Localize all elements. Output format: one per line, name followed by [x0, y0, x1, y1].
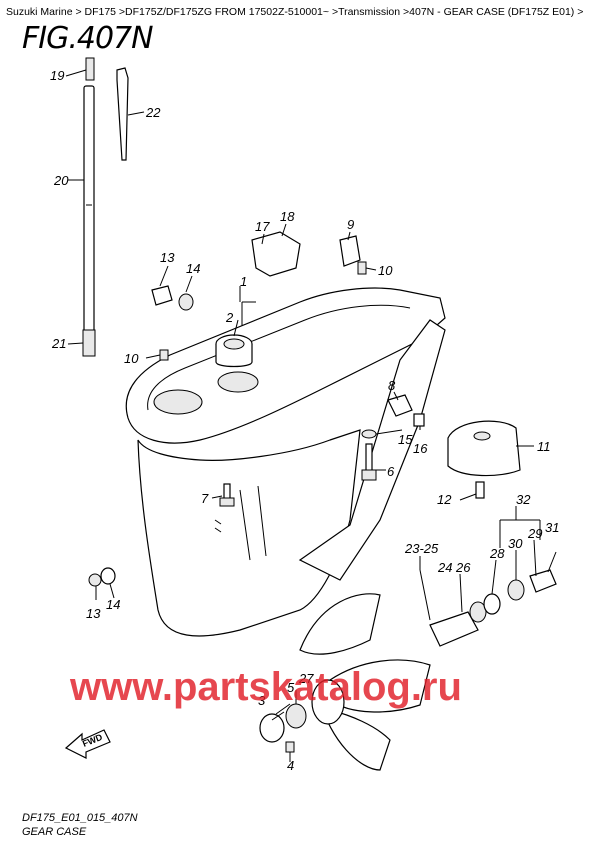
small-parts [88, 231, 521, 587]
callout-23-25: 23-25 [404, 541, 439, 556]
callout-5: 5 [287, 680, 295, 695]
part-21-fitting [82, 329, 96, 357]
callout-18: 18 [280, 209, 295, 224]
callout-labels: 1 2 3 4 5 6 7 8 9 10 10 11 12 13 13 14 1… [50, 68, 559, 773]
callout-4: 4 [287, 758, 294, 773]
figure-title: FIG.407N [22, 21, 154, 56]
part-22-tube [116, 67, 129, 161]
part-20-shaft [83, 85, 95, 337]
callout-8: 8 [388, 378, 396, 393]
breadcrumb[interactable]: Suzuki Marine > DF175 >DF175Z/DF175ZG FR… [6, 6, 584, 18]
callout-13-upper: 13 [160, 250, 175, 265]
callout-6: 6 [387, 464, 395, 479]
callout-3: 3 [258, 693, 266, 708]
callout-24: 24 [437, 560, 452, 575]
callout-20: 20 [53, 173, 69, 188]
part-19-pin [85, 57, 95, 81]
callout-22: 22 [145, 105, 161, 120]
callout-32: 32 [516, 492, 531, 507]
callout-30: 30 [508, 536, 523, 551]
figure-code: DF175_E01_015_407N [22, 812, 138, 824]
callout-10-lower: 10 [124, 351, 139, 366]
callout-13-lower: 13 [86, 606, 101, 621]
callout-19: 19 [50, 68, 64, 83]
callout-28: 28 [489, 546, 505, 561]
callout-16: 16 [413, 441, 428, 456]
callout-29: 29 [527, 526, 542, 541]
leader-lines [65, 69, 541, 762]
callout-1: 1 [240, 274, 247, 289]
figure-name: GEAR CASE [22, 826, 87, 838]
callout-11: 11 [537, 439, 551, 454]
drive-shaft-group [82, 57, 129, 357]
callout-17: 17 [255, 219, 270, 234]
propeller-group [259, 551, 557, 771]
watermark: www.partskatalog.ru [69, 665, 462, 709]
callout-26: 26 [455, 560, 471, 575]
callout-31: 31 [545, 520, 559, 535]
callout-7: 7 [201, 491, 209, 506]
callout-15: 15 [398, 432, 413, 447]
callout-9: 9 [347, 217, 354, 232]
gear-case-housing [125, 287, 446, 637]
callout-14-upper: 14 [186, 261, 200, 276]
callout-27: 27 [298, 671, 314, 686]
callout-2: 2 [225, 310, 234, 325]
callout-21: 21 [51, 336, 66, 351]
callout-14-lower: 14 [106, 597, 120, 612]
callout-10-upper: 10 [378, 263, 393, 278]
fwd-arrow-icon: FWD [64, 729, 111, 759]
callout-12: 12 [437, 492, 452, 507]
